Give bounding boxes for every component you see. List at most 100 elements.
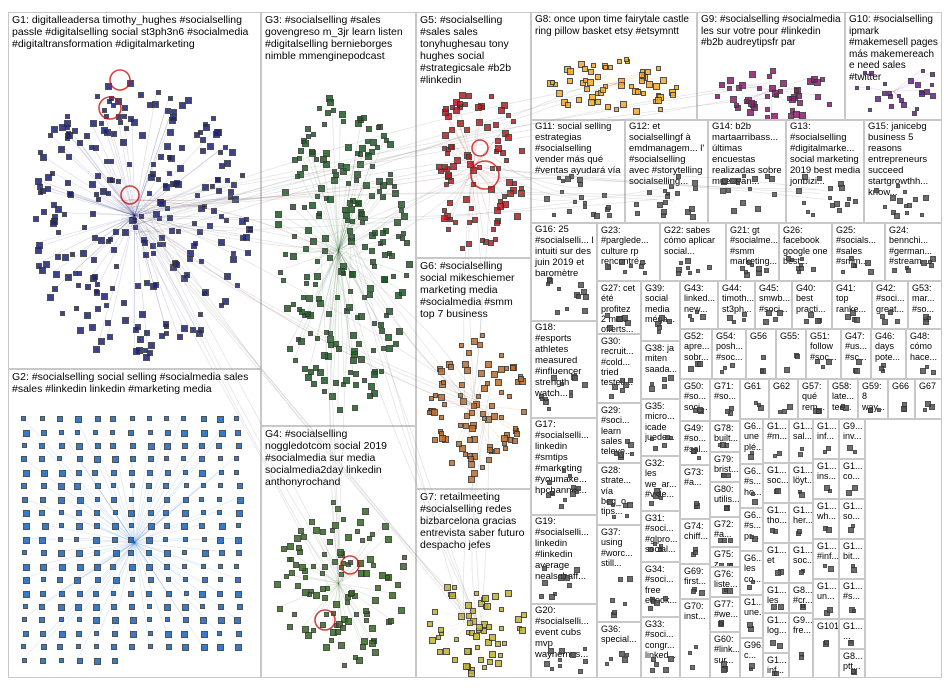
- account-node[interactable]: [599, 86, 606, 93]
- account-node[interactable]: [22, 657, 28, 663]
- account-node[interactable]: [323, 644, 331, 652]
- account-node[interactable]: [547, 406, 552, 411]
- account-node[interactable]: [35, 178, 43, 186]
- account-node[interactable]: [94, 630, 100, 636]
- account-node[interactable]: [174, 261, 181, 268]
- account-node[interactable]: [164, 550, 172, 558]
- account-node[interactable]: [403, 239, 410, 246]
- account-node[interactable]: [39, 496, 46, 503]
- account-node[interactable]: [92, 603, 100, 611]
- account-node[interactable]: [720, 442, 727, 449]
- account-node[interactable]: [448, 459, 455, 466]
- account-node[interactable]: [359, 537, 365, 543]
- account-node[interactable]: [510, 364, 517, 371]
- account-node[interactable]: [852, 198, 858, 204]
- account-node[interactable]: [48, 132, 54, 138]
- account-node[interactable]: [844, 201, 850, 207]
- account-node[interactable]: [22, 523, 30, 531]
- account-node[interactable]: [778, 409, 783, 414]
- account-node[interactable]: [653, 446, 659, 452]
- account-node[interactable]: [628, 83, 634, 89]
- account-node[interactable]: [635, 211, 641, 217]
- account-node[interactable]: [436, 163, 443, 170]
- account-node[interactable]: [338, 268, 346, 276]
- account-node[interactable]: [129, 603, 136, 610]
- account-node[interactable]: [158, 200, 166, 208]
- account-node[interactable]: [95, 197, 101, 203]
- account-node[interactable]: [162, 320, 169, 327]
- account-node[interactable]: [668, 374, 675, 381]
- account-node[interactable]: [348, 238, 356, 246]
- account-node[interactable]: [369, 624, 377, 632]
- account-node[interactable]: [493, 448, 500, 455]
- account-node[interactable]: [923, 195, 930, 202]
- account-node[interactable]: [772, 317, 778, 323]
- account-node[interactable]: [432, 437, 439, 444]
- cluster-g53[interactable]: G53: mar... #so...: [908, 281, 942, 329]
- account-node[interactable]: [102, 108, 108, 114]
- account-node[interactable]: [199, 258, 205, 264]
- account-node[interactable]: [548, 593, 555, 600]
- account-node[interactable]: [40, 657, 47, 664]
- account-node[interactable]: [881, 90, 887, 96]
- account-node[interactable]: [618, 451, 625, 458]
- account-node[interactable]: [354, 611, 360, 617]
- account-node[interactable]: [38, 510, 45, 517]
- account-node[interactable]: [357, 519, 365, 527]
- account-node[interactable]: [724, 505, 729, 511]
- cluster-g21[interactable]: G21: gt #socialme... #smm marketing...: [726, 223, 779, 281]
- account-node[interactable]: [184, 97, 192, 105]
- account-node[interactable]: [361, 244, 368, 251]
- account-node[interactable]: [621, 657, 628, 664]
- account-node[interactable]: [297, 156, 303, 162]
- cluster-g84[interactable]: G1... tho...: [763, 503, 789, 543]
- account-node[interactable]: [131, 217, 137, 223]
- account-node[interactable]: [653, 662, 659, 668]
- account-node[interactable]: [575, 486, 581, 492]
- account-node[interactable]: [374, 144, 380, 150]
- account-node[interactable]: [342, 662, 348, 668]
- account-node[interactable]: [659, 76, 667, 84]
- account-node[interactable]: [44, 174, 52, 182]
- account-node[interactable]: [181, 456, 187, 462]
- account-node[interactable]: [474, 103, 482, 111]
- account-node[interactable]: [110, 483, 116, 489]
- account-node[interactable]: [183, 469, 189, 475]
- account-node[interactable]: [794, 88, 800, 94]
- account-node[interactable]: [234, 469, 240, 475]
- account-node[interactable]: [163, 536, 169, 542]
- account-node[interactable]: [111, 630, 118, 637]
- account-node[interactable]: [633, 107, 641, 115]
- account-node[interactable]: [506, 393, 512, 399]
- account-node[interactable]: [129, 523, 135, 529]
- account-node[interactable]: [313, 156, 319, 162]
- account-node[interactable]: [336, 620, 344, 628]
- account-node[interactable]: [847, 639, 854, 646]
- account-node[interactable]: [555, 90, 563, 98]
- account-node[interactable]: [348, 206, 356, 214]
- account-node[interactable]: [314, 272, 322, 280]
- account-node[interactable]: [514, 431, 521, 438]
- account-node[interactable]: [747, 621, 754, 628]
- account-node[interactable]: [308, 331, 314, 337]
- account-node[interactable]: [833, 200, 840, 207]
- account-node[interactable]: [65, 274, 73, 282]
- account-node[interactable]: [504, 590, 512, 598]
- account-node[interactable]: [77, 271, 83, 277]
- account-node[interactable]: [356, 656, 364, 664]
- account-node[interactable]: [111, 469, 118, 476]
- account-node[interactable]: [313, 365, 320, 372]
- account-node[interactable]: [66, 190, 73, 197]
- account-node[interactable]: [595, 73, 602, 80]
- account-node[interactable]: [244, 250, 251, 257]
- account-node[interactable]: [491, 412, 499, 420]
- account-node[interactable]: [167, 154, 175, 162]
- account-node[interactable]: [810, 266, 816, 272]
- account-node[interactable]: [295, 544, 302, 551]
- account-node[interactable]: [58, 523, 64, 529]
- account-node[interactable]: [390, 274, 396, 280]
- account-node[interactable]: [111, 246, 118, 253]
- account-node[interactable]: [852, 449, 857, 454]
- account-node[interactable]: [182, 563, 188, 569]
- account-node[interactable]: [905, 268, 911, 274]
